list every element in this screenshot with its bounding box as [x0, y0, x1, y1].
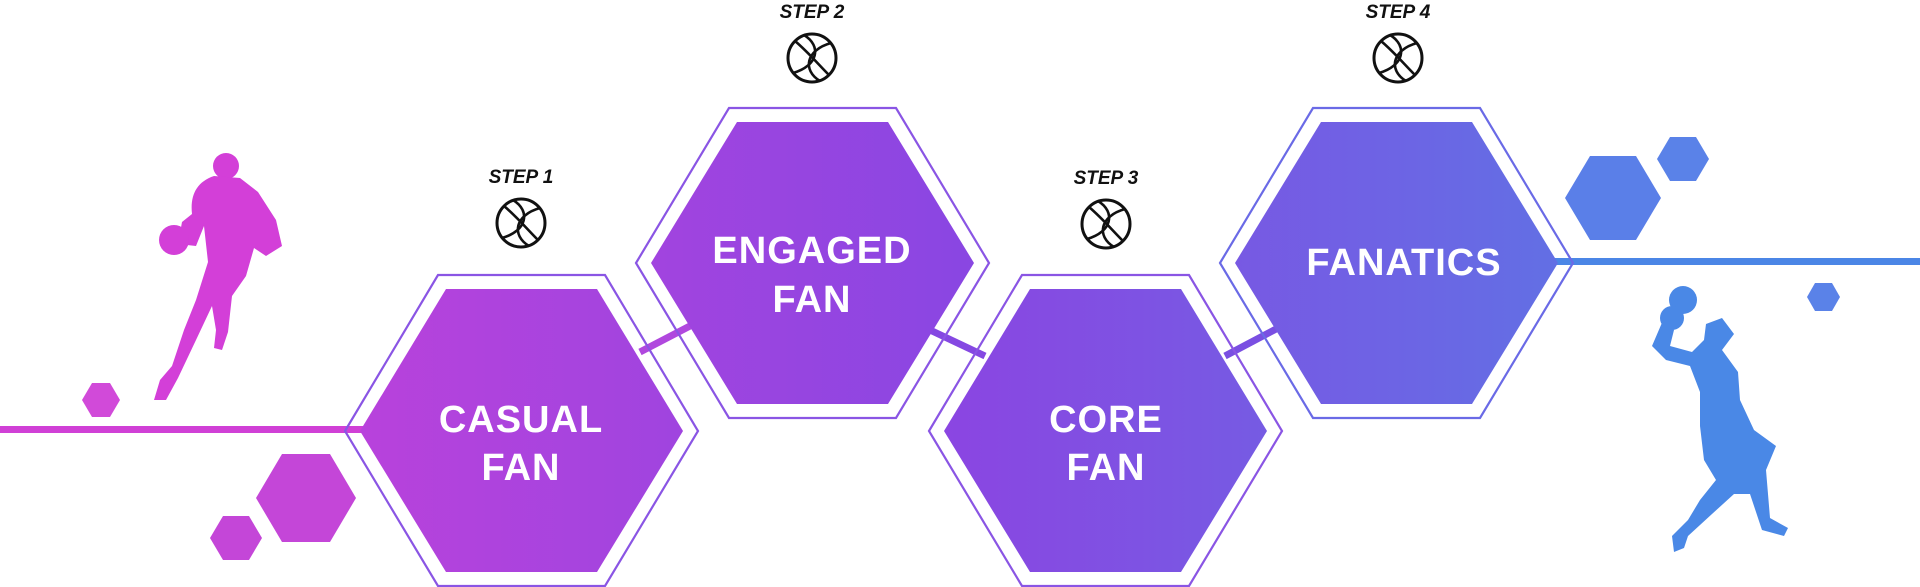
- flow-line-right: [1545, 258, 1920, 265]
- hexagon-outline: [343, 273, 700, 587]
- hexagon-engaged-fan: [651, 122, 974, 404]
- step-3: STEP 3 CORE FAN: [927, 168, 1284, 587]
- hexagon-label-line1: ENGAGED: [712, 230, 911, 272]
- basketball-icon: [495, 197, 547, 249]
- basketball-icon: [786, 32, 838, 84]
- decor-hexagon: [256, 454, 356, 542]
- basketball-icon: [1080, 198, 1132, 250]
- hexagon-outline: [927, 273, 1284, 587]
- hexagon-outline: [634, 106, 991, 420]
- decor-hexagon: [82, 383, 120, 417]
- step-2: STEP 2 ENGAGED FAN: [634, 2, 991, 420]
- decor-hexagon: [1565, 156, 1661, 240]
- player-dribbling-silhouette: [154, 153, 282, 400]
- decor-hexagon: [210, 516, 262, 560]
- hexagon-label-line1: CASUAL: [439, 399, 603, 441]
- hexagon-label-line1: FANATICS: [1306, 242, 1501, 284]
- player-shooting-silhouette: [1652, 286, 1788, 552]
- hexagon-label-line2: FAN: [773, 279, 852, 321]
- hexagon-core-fan: [944, 289, 1267, 572]
- step-1-label: STEP 1: [489, 167, 554, 188]
- step-1: STEP 1 CASUAL FAN: [343, 167, 700, 587]
- connector-3-4: [1223, 324, 1280, 360]
- hexagon-outline: [1218, 106, 1575, 420]
- decor-hexagon: [1807, 283, 1840, 311]
- hexagon-casual-fan: [360, 289, 683, 572]
- step-2-label: STEP 2: [780, 2, 845, 23]
- hexagon-fanatics: [1235, 122, 1558, 404]
- step-4: STEP 4 FANATICS: [1218, 2, 1575, 420]
- hexagon-label-line2: FAN: [482, 447, 561, 489]
- basketball-icon: [1372, 32, 1424, 84]
- hexagon-label-line1: CORE: [1049, 399, 1163, 441]
- decor-hexagon: [1657, 137, 1709, 181]
- flow-line-left: [0, 426, 365, 433]
- step-4-label: STEP 4: [1366, 2, 1431, 23]
- hexagon-label-line2: FAN: [1067, 447, 1146, 489]
- step-3-label: STEP 3: [1074, 168, 1139, 189]
